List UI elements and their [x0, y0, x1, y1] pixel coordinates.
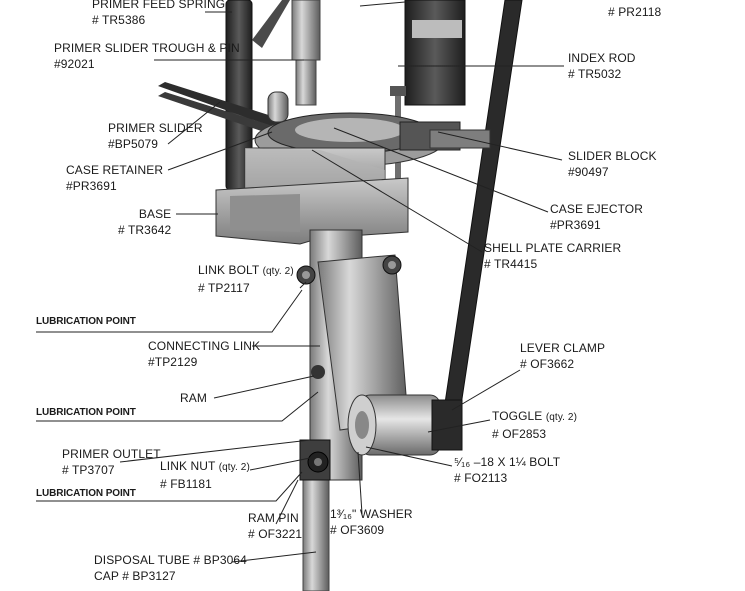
label-part: # FO2113 — [454, 471, 508, 485]
label-name-row: TOGGLE (qty. 2) — [492, 408, 577, 426]
label-name: ⁵⁄₁₆ –18 X 1¼ BOLT — [454, 455, 561, 469]
label-part: # OF3609 — [330, 523, 385, 537]
label-link-bolt: LINK BOLT (qty. 2) # TP2117 — [198, 262, 294, 296]
label-index-rod: INDEX ROD # TR5032 — [568, 50, 636, 82]
label-primer-slider: PRIMER SLIDER #BP5079 — [108, 120, 203, 152]
label-qty: (qty. 2) — [545, 412, 578, 423]
label-part: #TP2129 — [148, 355, 198, 369]
label-name: CONNECTING LINK — [148, 339, 261, 353]
label-part: # TR3642 — [118, 223, 172, 237]
label-part: #BP5079 — [108, 137, 159, 151]
label-name: SLIDER BLOCK — [568, 149, 657, 163]
label-name: LINK NUT — [160, 459, 216, 473]
label-part: # OF2853 — [492, 427, 547, 441]
label-qty: (qty. 2) — [218, 462, 250, 473]
label-name-row: LINK NUT (qty. 2) — [160, 458, 250, 476]
label-part: # TP3707 — [62, 463, 115, 477]
label-washer: 1³⁄₁₆" WASHER # OF3609 — [330, 506, 413, 538]
label-name: LEVER CLAMP — [520, 341, 606, 355]
label-case-retainer: CASE RETAINER #PR3691 — [66, 162, 163, 194]
disposal-tube-shape — [302, 479, 330, 591]
leader-lines — [36, 1, 564, 563]
label-part: # OF3662 — [520, 357, 575, 371]
label-name: TOGGLE — [492, 409, 543, 423]
shell-plate-shape — [244, 91, 491, 205]
label-part: # TR5386 — [92, 13, 146, 27]
toggle-shape — [347, 394, 463, 456]
label-connecting-link: CONNECTING LINK #TP2129 — [148, 338, 260, 370]
label-top-right-part: # PR2118 — [608, 4, 661, 20]
label-part: #PR3691 — [66, 179, 117, 193]
label-name: DISPOSAL TUBE # BP3064 — [94, 553, 247, 567]
label-part: # TP2117 — [198, 281, 250, 295]
label-primer-slider-trough-pin: PRIMER SLIDER TROUGH & PIN #92021 — [54, 40, 240, 72]
connecting-link-shape — [296, 254, 409, 431]
label-name: PRIMER SLIDER — [108, 121, 203, 135]
label-name: INDEX ROD — [568, 51, 636, 65]
label-name: CASE RETAINER — [66, 163, 164, 177]
label-disposal-tube: DISPOSAL TUBE # BP3064 CAP # BP3127 — [94, 552, 247, 584]
label-qty: (qty. 2) — [262, 266, 294, 277]
label-case-ejector: CASE EJECTOR #PR3691 — [550, 201, 643, 233]
label-part: # FB1181 — [160, 477, 212, 491]
label-part: # TR5032 — [568, 67, 622, 81]
label-lever-clamp: LEVER CLAMP # OF3662 — [520, 340, 605, 372]
label-ram-pin: RAM PIN # OF3221 — [248, 510, 302, 542]
label-name: PRIMER SLIDER TROUGH & PIN — [54, 41, 240, 55]
label-part: #PR3691 — [550, 218, 601, 232]
primer-slider-shape — [158, 82, 300, 138]
label-part: # TR4415 — [484, 257, 538, 271]
label-link-nut: LINK NUT (qty. 2) # FB1181 — [160, 458, 250, 492]
label-part: CAP # BP3127 — [94, 569, 176, 583]
label-name: PRIMER OUTLET — [62, 447, 161, 461]
label-name: RAM — [180, 391, 207, 405]
label-bolt: ⁵⁄₁₆ –18 X 1¼ BOLT # FO2113 — [454, 454, 560, 486]
lubrication-point-2: LUBRICATION POINT — [36, 407, 136, 418]
label-name: BASE — [138, 207, 172, 221]
label-base: BASE # TR3642 — [118, 206, 171, 238]
label-shell-plate-carrier: SHELL PLATE CARRIER # TR4415 — [484, 240, 621, 272]
label-ram: RAM — [180, 390, 207, 406]
label-part: # OF3221 — [248, 527, 303, 541]
label-part: #92021 — [54, 57, 95, 71]
lubrication-point-1: LUBRICATION POINT — [36, 316, 136, 327]
label-name: RAM PIN — [248, 511, 299, 525]
label-part: # PR2118 — [608, 5, 662, 19]
label-primer-feed-spring: PRIMER FEED SPRING # TR5386 — [92, 0, 225, 28]
label-name: CASE EJECTOR — [550, 202, 643, 216]
label-name: LINK BOLT — [198, 263, 260, 277]
lubrication-point-3: LUBRICATION POINT — [36, 488, 136, 499]
label-name: SHELL PLATE CARRIER — [484, 241, 622, 255]
label-toggle: TOGGLE (qty. 2) # OF2853 — [492, 408, 577, 442]
label-name-row: LINK BOLT (qty. 2) — [198, 262, 294, 280]
label-slider-block: SLIDER BLOCK #90497 — [568, 148, 657, 180]
label-primer-outlet: PRIMER OUTLET # TP3707 — [62, 446, 161, 478]
label-name: 1³⁄₁₆" WASHER — [330, 507, 413, 521]
label-part: #90497 — [568, 165, 609, 179]
label-name: PRIMER FEED SPRING — [92, 0, 226, 11]
